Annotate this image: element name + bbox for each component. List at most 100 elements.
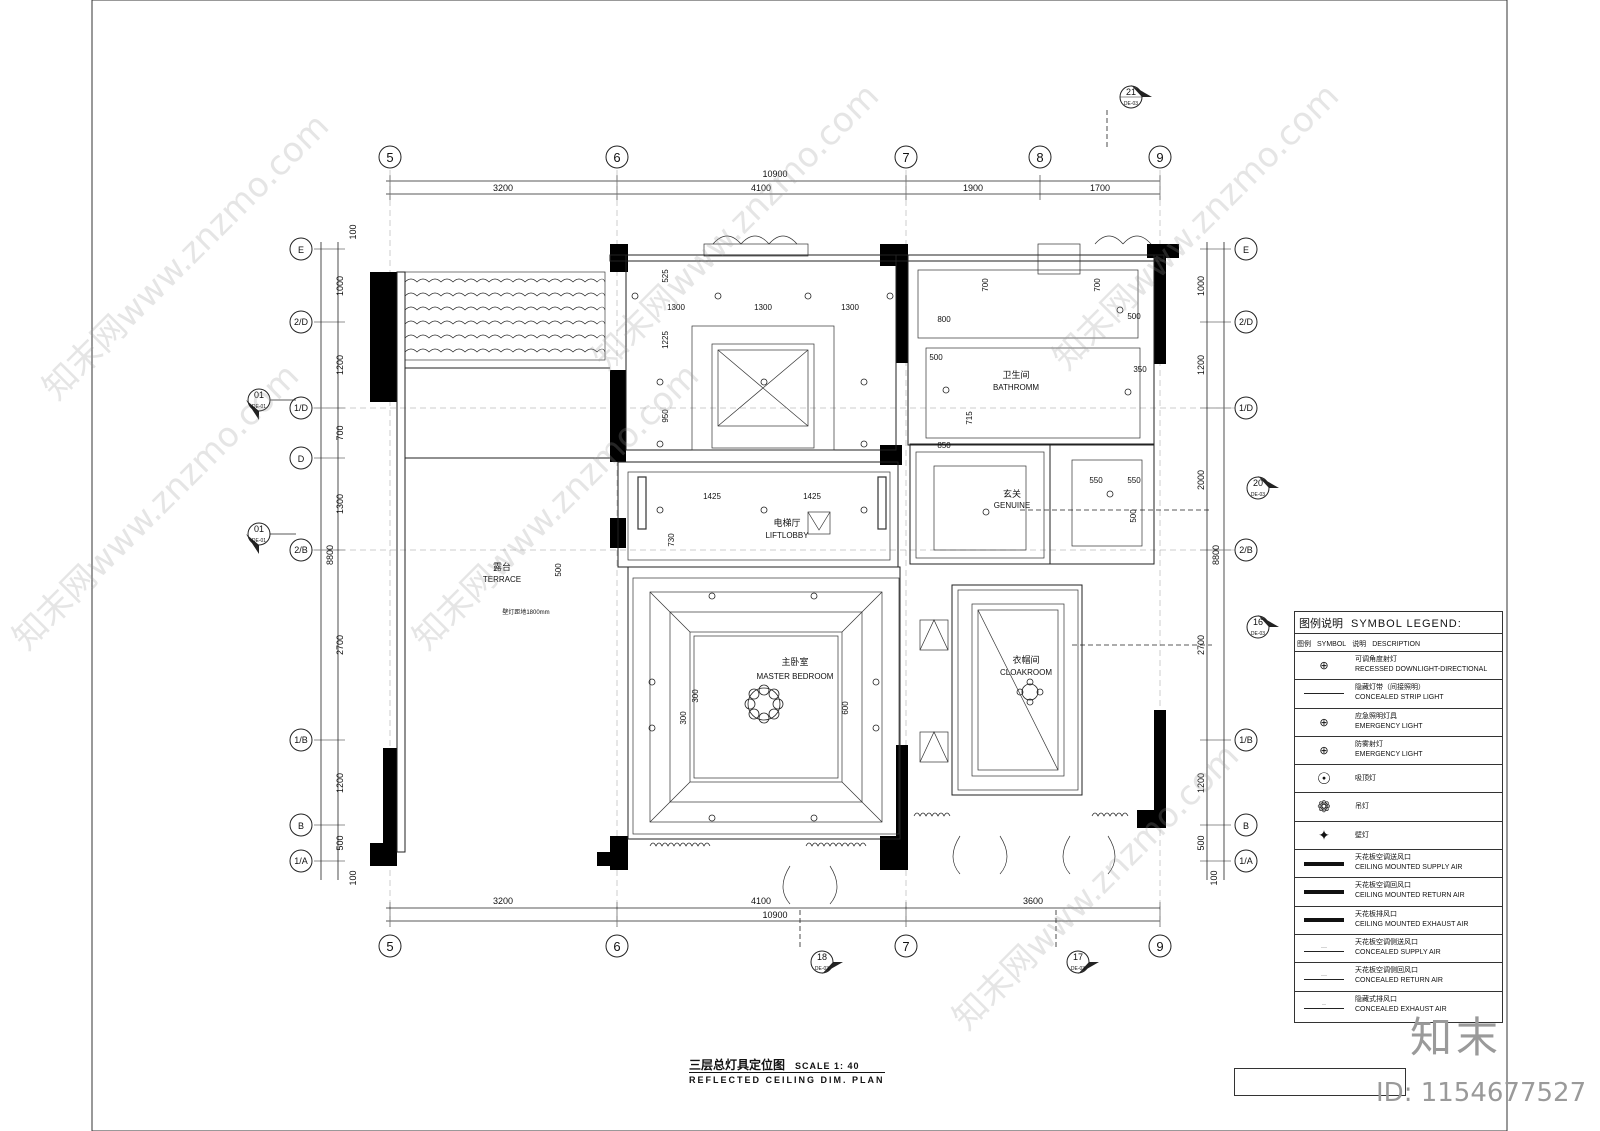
legend-title-en: SYMBOL LEGEND: (1351, 618, 1462, 630)
grid-bubble-bottom-7 (894, 934, 918, 958)
dim-left-span-5: 1300 (335, 494, 345, 514)
section-mark-ref: DE-03 (815, 966, 829, 972)
dim-top-span-4: 1700 (1090, 183, 1110, 193)
dim-left-span-2: 1000 (335, 276, 345, 296)
legend-item-cn: 隐藏灯带（间接照明） (1355, 684, 1425, 692)
concealed-supply-icon: ··· (1295, 935, 1353, 962)
ceiling-details (627, 235, 1152, 905)
grid-bubble-top-9 (1148, 145, 1172, 169)
legend-item-en: EMERGENCY LIGHT (1355, 722, 1423, 730)
grid-label-right-1D: 1/D (1239, 403, 1254, 413)
structural-walls (370, 244, 1179, 870)
inner-dim: 550 (1127, 476, 1141, 485)
legend-item-en: EMERGENCY LIGHT (1355, 750, 1423, 758)
dim-bottom-span-3: 3600 (1023, 896, 1043, 906)
room-bathroom-cn: 卫生间 (1002, 369, 1029, 380)
grid-bubble-right-B (1234, 813, 1258, 837)
exhaust-bar-icon (1295, 907, 1353, 934)
legend-item-cn: 天花板空调侧回风口 (1355, 967, 1418, 975)
dim-right-span-5: 1200 (1196, 773, 1206, 793)
grid-bubbles (289, 145, 1258, 958)
dimension-lines (314, 175, 1231, 927)
grid-label-top-9: 9 (1156, 150, 1163, 165)
sheet-border (91, 0, 1508, 1131)
inner-dim: 850 (937, 441, 951, 450)
room-master-cn: 主卧室 (781, 656, 808, 667)
downlight-icon: ⊕ (1319, 660, 1329, 673)
wall-outlines (396, 254, 1165, 853)
grid-label-right-1B: 1/B (1239, 735, 1253, 745)
inner-dim: 800 (937, 315, 951, 324)
legend-item-cn: 天花板空调侧送风口 (1355, 938, 1418, 946)
grid-bubble-left-1B (289, 728, 313, 752)
section-mark-ref: DE-03 (1124, 101, 1138, 107)
legend-item-cn: 天花板空调回风口 (1355, 882, 1411, 890)
inner-dim: 1300 (667, 303, 685, 312)
dim-top-span-2: 4100 (751, 183, 771, 193)
inner-dim: 950 (661, 409, 670, 423)
legend-row: 天花板排风口 CEILING MOUNTED EXHAUST AIR (1295, 907, 1502, 935)
grid-bubble-left-2B (289, 538, 313, 562)
legend-item-cn: 防雾射灯 (1355, 740, 1383, 748)
grid-bubble-top-8 (1028, 145, 1052, 169)
concealed-return-icon: ··· (1295, 963, 1353, 990)
dim-bottom-span-2: 4100 (751, 896, 771, 906)
grid-label-top-8: 8 (1036, 150, 1043, 165)
room-genuine-en: GENUINE (994, 501, 1030, 510)
legend-item-cn: 可调角度射灯 (1355, 656, 1397, 663)
legend-item-cn: 天花板排风口 (1355, 910, 1397, 918)
inner-dim: 500 (554, 563, 563, 577)
grid-label-left-1A: 1/A (294, 856, 308, 866)
dim-left-span-8: 500 (335, 835, 345, 850)
inner-dim: 550 (1089, 476, 1103, 485)
plan-title-en: REFLECTED CEILING DIM. PLAN (689, 1072, 885, 1085)
wall-lamp-icon: ✦ (1318, 826, 1330, 843)
inner-dim: 300 (679, 711, 688, 725)
inner-dim: 500 (1129, 509, 1138, 523)
inner-dim: 500 (929, 353, 943, 362)
room-genuine-cn: 玄关 (1003, 488, 1021, 499)
grid-label-left-B: B (298, 821, 304, 831)
room-terrace-en: TERRACE (483, 575, 521, 584)
room-master-en: MASTER BEDROOM (757, 672, 834, 681)
grid-bubble-right-1B (1234, 728, 1258, 752)
inner-dim: 730 (667, 533, 676, 547)
legend-item-en: CEILING MOUNTED SUPPLY AIR (1355, 864, 1463, 872)
room-bathroom-en: BATHROMM (993, 383, 1039, 392)
dim-left-span-4: 700 (335, 425, 345, 440)
emergency-icon: ⊕ (1319, 716, 1329, 729)
section-mark-18: 18 DE-03 (799, 910, 843, 974)
title-block-box (1234, 1068, 1406, 1096)
legend-head-symbol: SYMBOL (1317, 641, 1347, 648)
dim-right-total: 8800 (1211, 545, 1221, 565)
grid-bubble-left-B (289, 813, 313, 837)
inner-dim: 300 (691, 689, 700, 703)
legend-item-en: CEILING MOUNTED EXHAUST AIR (1355, 920, 1469, 928)
grid-bubble-top-7 (894, 145, 918, 169)
room-terrace-cn: 露台 (493, 561, 511, 572)
inner-dim: 700 (981, 278, 990, 292)
section-mark-num: 20 (1253, 478, 1263, 488)
grid-label-right-E: E (1243, 245, 1249, 255)
pendant-icon: ❁ (1317, 799, 1331, 817)
room-lift-en: LIFTLOBBY (765, 531, 809, 540)
legend-item-en: RECESSED DOWNLIGHT-DIRECTIONAL (1355, 666, 1488, 673)
grid-label-left-1B: 1/B (294, 735, 308, 745)
strip-line-icon (1295, 680, 1353, 707)
roof-tiles (404, 271, 606, 361)
section-mark-num: 17 (1073, 952, 1083, 962)
grid-label-bottom-9: 9 (1156, 939, 1163, 954)
room-lift-cn: 电梯厅 (773, 517, 800, 528)
grid-label-left-E: E (298, 245, 304, 255)
grid-bubble-top-5 (378, 145, 402, 169)
grid-bubble-left-2D (289, 310, 313, 334)
brand-logo: 知末 (1410, 1013, 1503, 1062)
legend-row: 隐藏灯带（间接照明）CONCEALED STRIP LIGHT (1295, 680, 1502, 709)
file-id: ID: 1154677527 (1376, 1078, 1587, 1108)
